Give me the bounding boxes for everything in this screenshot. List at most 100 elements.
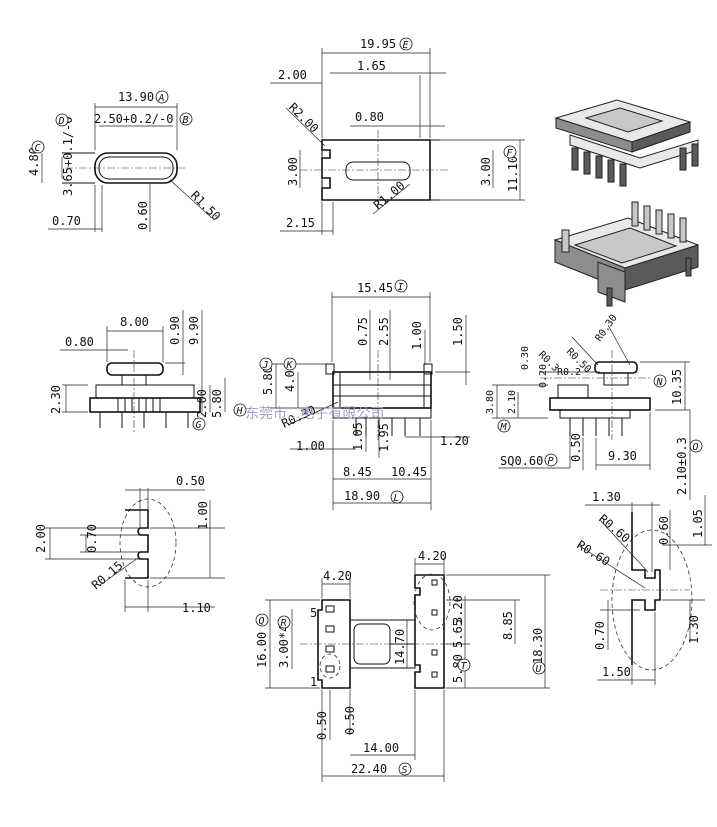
dim-top-left-inner: 2.50+0.2/-0 [94, 112, 173, 126]
dim-detail-left-right: 1.00 [196, 501, 210, 530]
marker-j: J [262, 360, 269, 371]
dim-detail-right-h1: 0.70 [593, 621, 607, 650]
dim-top-right-width: 19.95 [360, 37, 396, 51]
dim-detail-left-r: R0.15 [89, 558, 126, 592]
marker-circle [55, 113, 69, 127]
front-right-outline [540, 350, 651, 440]
dim-front-right-sq: SQ0.60 [500, 454, 543, 468]
marker-circle [31, 140, 45, 154]
marker-circle [544, 453, 558, 467]
marker-r: R [281, 618, 287, 629]
dim-front-right-tol: 2.10±0.3 [675, 437, 689, 495]
dim-bottom-h2: 5.65 [451, 619, 465, 648]
marker-circle [155, 90, 169, 104]
marker-circle [689, 439, 703, 453]
view-top-left: 13.90 A 2.50+0.2/-0 B 4.80 C 3.65+0.1/-0… [27, 90, 223, 232]
dim-front-right-h2: 2.10 [507, 390, 518, 414]
top-left-outline [62, 152, 185, 184]
marker-f: F [507, 148, 514, 159]
dim-front-right-v2: 0.20 [538, 364, 549, 388]
dim-detail-left-top: 0.50 [176, 474, 205, 488]
marker-circle [283, 357, 297, 371]
dim-detail-right-v2: 1.05 [691, 509, 705, 538]
dim-top-left-tol: 3.65+0.1/-0 [61, 117, 75, 196]
marker-circle [259, 357, 273, 371]
dim-top-left-radius: R1.50 [188, 188, 223, 223]
dim-front-left-h2: 9.90 [187, 316, 201, 345]
dim-bottom-w1: 14.00 [363, 741, 399, 755]
marker-l: L [394, 493, 400, 504]
marker-circle [398, 762, 412, 776]
marker-circle [277, 615, 291, 629]
iso-view-bottom [553, 201, 700, 307]
marker-circle [457, 658, 471, 672]
dim-front-center-w2: 10.45 [391, 465, 427, 479]
dim-top-right-h-left: 3.00 [286, 157, 300, 186]
dim-front-center-d2: 2.55 [377, 317, 391, 346]
marker-circle [394, 279, 408, 293]
dim-detail-left-gap: 0.70 [85, 524, 99, 553]
dim-front-left-small: 0.80 [65, 335, 94, 349]
dim-top-left-width: 13.90 [118, 90, 154, 104]
marker-h: H [236, 406, 244, 417]
marker-d: D [58, 116, 65, 127]
dim-top-right-r-bot: R1.00 [371, 178, 408, 212]
dim-front-center-w1: 8.45 [343, 465, 372, 479]
marker-o: O [693, 442, 699, 453]
dim-front-center-d1: 0.75 [356, 317, 370, 346]
marker-b: B [183, 115, 189, 126]
dim-front-left-mid-h: 2.00 [195, 389, 209, 418]
dim-front-right-r4: R0.2 [557, 367, 581, 378]
dim-front-center-b3: 1.95 [377, 423, 391, 452]
dim-bottom-right-w: 4.20 [418, 549, 447, 563]
dim-bottom-total: 18.30 [531, 628, 545, 664]
dim-front-right-h-right: 10.35 [670, 369, 684, 405]
dim-front-center-b4: 1.20 [440, 434, 469, 448]
top-right-outline [300, 130, 450, 210]
marker-circle [233, 403, 247, 417]
front-left-outline [89, 350, 201, 432]
marker-k: K [286, 360, 294, 371]
dim-front-right-left-h: 3.80 [485, 390, 496, 414]
dim-top-right-r-top: R2.00 [286, 100, 321, 135]
view-detail-right: 1.30 R0.60 R0.60 0.60 1.05 0.70 1.30 1.5… [574, 490, 712, 685]
iso-view-top [554, 99, 699, 187]
dim-top-left-height: 4.80 [27, 147, 41, 176]
dim-front-left-right-h: 5.80 [210, 389, 224, 418]
dim-top-right-bottom: 2.15 [286, 216, 315, 230]
dim-top-right-slot: 1.65 [357, 59, 386, 73]
marker-circle [255, 613, 269, 627]
dim-front-left-h1: 0.90 [168, 316, 182, 345]
dim-bottom-left-w: 4.20 [323, 569, 352, 583]
marker-t: T [461, 661, 468, 672]
dim-top-right-mid: 0.80 [355, 110, 384, 124]
view-front-center: 15.45 I 0.75 2.55 1.00 1.50 5.80 4.00 J … [259, 279, 470, 510]
dim-front-right-w: 9.30 [608, 449, 637, 463]
dim-detail-left-bottom: 1.10 [182, 601, 211, 615]
dim-top-left-left: 0.70 [52, 214, 81, 228]
view-bottom: 4.20 4.20 16.00 Q 3.00*4 R 5 1 14.70 3.2… [255, 549, 550, 782]
watermark: 东莞市...电子有限公司 [245, 405, 384, 422]
marker-p: P [548, 456, 554, 467]
front-center-outline [325, 350, 433, 440]
dim-front-center-b2: 1.05 [351, 422, 365, 451]
pin-label-5: 5 [310, 606, 317, 620]
marker-circle [192, 417, 206, 431]
dim-bottom-mid-h: 14.70 [393, 629, 407, 665]
dim-top-right-left: 2.00 [278, 68, 307, 82]
dim-front-center-d3: 1.00 [410, 321, 424, 350]
dim-front-left-top: 8.00 [120, 315, 149, 329]
marker-c: C [35, 143, 41, 154]
dim-bottom-pitch: 3.00*4 [277, 625, 291, 668]
dim-front-center-h1: 5.80 [261, 366, 275, 395]
dim-top-left-gap: 0.60 [136, 201, 150, 230]
marker-circle [179, 112, 193, 126]
marker-circle [390, 490, 404, 504]
view-detail-left: 0.50 2.00 0.70 1.00 R0.15 1.10 [34, 474, 225, 615]
marker-q: Q [259, 616, 265, 627]
dim-bottom-h1: 3.20 [451, 595, 465, 624]
view-front-left: 8.00 0.80 0.90 9.90 2.30 2.00 5.80 G H [49, 310, 247, 432]
marker-circle [497, 419, 511, 433]
marker-n: N [656, 377, 664, 388]
